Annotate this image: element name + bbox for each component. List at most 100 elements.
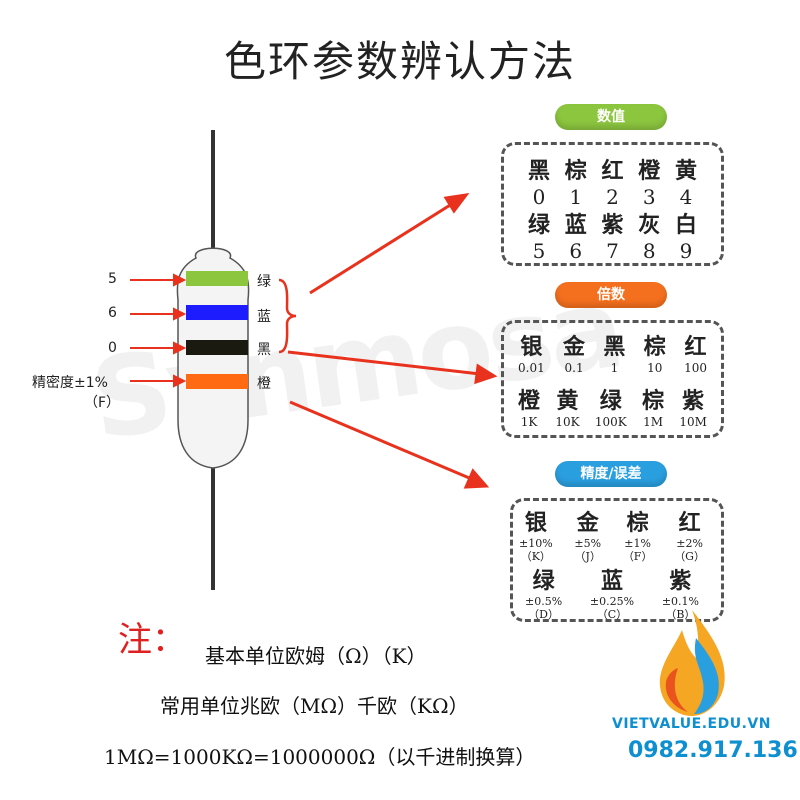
digit-value: 3 [642, 185, 656, 209]
color-name: 白 [674, 212, 697, 238]
multiplier-value: 100K [594, 415, 627, 429]
band-value-4: 精密度±1% [32, 375, 108, 391]
color-name: 黄 [674, 158, 697, 184]
color-name: 灰 [638, 212, 661, 238]
brand-phone: 0982.917.136 [628, 738, 798, 763]
band-color-name-2: 蓝 [257, 309, 271, 325]
band-color-name-3: 黑 [257, 342, 271, 358]
color-name: 绿 [532, 568, 555, 594]
tolerance-value: ±10% [519, 537, 553, 550]
arrow-to-digits [309, 200, 456, 295]
arrow-head [443, 192, 470, 214]
tolerance-row-2: 绿±0.5%（D） 蓝±0.25%（C） 紫±0.1%（B） [525, 563, 699, 621]
color-name: 棕 [643, 334, 666, 360]
tolerance-cell: 银±10%（K） [519, 505, 553, 563]
tolerance-value: ±0.25% [589, 595, 635, 608]
band-value-4-code: （F） [84, 395, 121, 411]
band-color-name-1: 绿 [257, 274, 271, 290]
big-arrows [287, 192, 498, 489]
band-color-name-4: 橙 [257, 376, 271, 392]
tolerance-cell: 金±5%（J） [574, 505, 601, 563]
band-blue [186, 305, 248, 320]
arrow-head [463, 468, 490, 489]
tolerance-code: （B） [665, 608, 696, 621]
arrow-to-tolerance [289, 400, 475, 482]
digit-value: 4 [679, 185, 693, 209]
color-name: 蓝 [600, 568, 623, 594]
tolerance-value: ±0.1% [661, 595, 699, 608]
arrow-head [173, 341, 187, 355]
band-green [186, 271, 248, 286]
tolerance-cell: 蓝±0.25%（C） [590, 563, 634, 621]
color-name: 银 [524, 510, 547, 536]
digit-value: 8 [642, 239, 656, 263]
note-line-3: 1MΩ=1000KΩ=1000000Ω（以千进制换算） [104, 745, 536, 769]
arrow-head [173, 374, 187, 388]
multiplier-value: 0.1 [564, 361, 584, 375]
color-name: 黑 [603, 334, 626, 360]
bracket-brace [278, 278, 297, 354]
color-name: 红 [684, 334, 707, 360]
color-name: 蓝 [564, 212, 587, 238]
tolerance-code: （D） [528, 608, 559, 621]
multiplier-value: 1 [610, 361, 619, 375]
color-name: 橙 [638, 158, 661, 184]
color-name: 绿 [599, 388, 622, 414]
color-name: 绿 [528, 212, 551, 238]
arrow-head [173, 273, 187, 287]
color-name: 紫 [682, 388, 705, 414]
tolerance-value: ±5% [574, 537, 602, 550]
tolerance-cell: 绿±0.5%（D） [525, 563, 562, 621]
resistor-body [176, 247, 250, 469]
multiplier-value: 100 [684, 361, 707, 375]
color-name: 紫 [601, 212, 624, 238]
tolerance-code: （F） [622, 550, 653, 563]
digit-value: 1 [569, 185, 583, 209]
color-name: 红 [601, 158, 624, 184]
tolerance-cell: 红±2%（G） [674, 505, 705, 563]
tolerance-value: ±2% [676, 537, 703, 550]
page-title: 色环参数辨认方法 [223, 37, 576, 86]
tolerance-header: 精度/误差 [555, 461, 667, 487]
color-name: 紫 [669, 568, 692, 594]
tolerance-code: （G） [674, 550, 705, 563]
digits-header: 数值 [555, 104, 667, 130]
color-name: 金 [576, 510, 599, 536]
color-name: 棕 [642, 388, 665, 414]
digit-value: 0 [532, 185, 546, 209]
tolerance-cell: 紫±0.1%（B） [662, 563, 699, 621]
multiplier-value: 0.01 [518, 361, 545, 375]
brand-flame-logo [659, 610, 725, 716]
tolerance-value: ±1% [624, 537, 651, 550]
note-mark: 注： [118, 620, 186, 660]
digit-value: 6 [569, 239, 583, 263]
arrow-head [173, 307, 187, 321]
color-name: 黄 [556, 388, 579, 414]
band-black [186, 340, 248, 355]
note-line-2: 常用单位兆欧（MΩ）千欧（KΩ） [160, 694, 469, 718]
band-value-2: 6 [108, 305, 117, 321]
color-name: 红 [678, 510, 701, 536]
color-name: 棕 [626, 510, 649, 536]
band-arrows [130, 273, 187, 388]
